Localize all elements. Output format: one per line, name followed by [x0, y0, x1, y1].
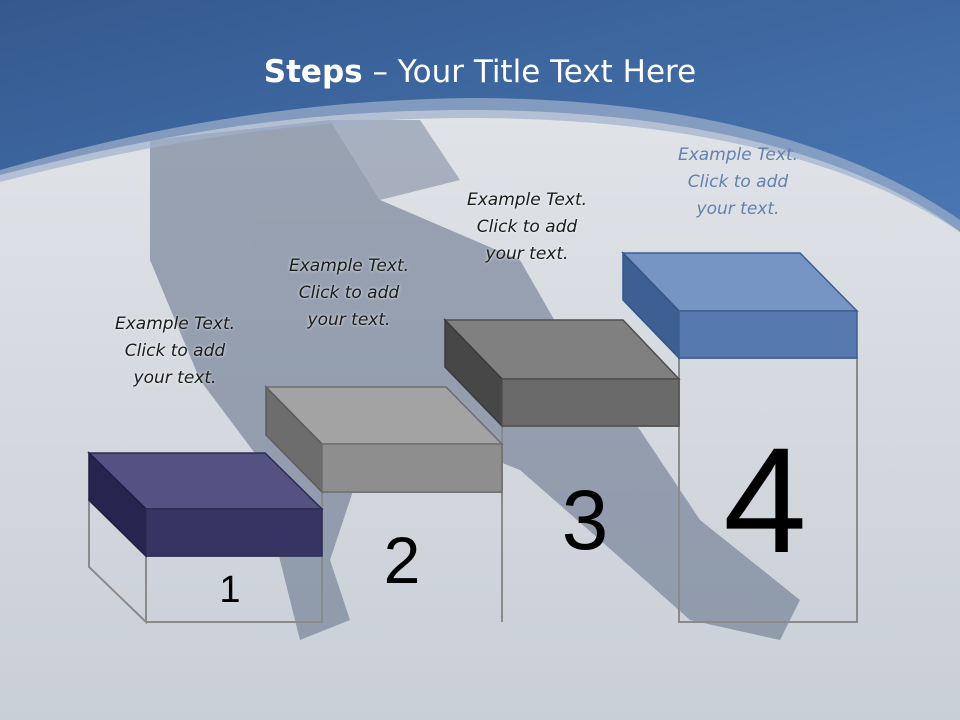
step-2-caption[interactable]: Example Text. Click to add your text.: [264, 253, 434, 334]
caption-line: Click to add: [476, 217, 578, 237]
caption-line: Example Text.: [677, 145, 799, 165]
title-rest: – Your Title Text Here: [362, 54, 697, 90]
step-number-1: 1: [219, 569, 241, 611]
caption-line: Example Text.: [466, 190, 588, 210]
step-1-caption[interactable]: Example Text. Click to add your text.: [90, 311, 260, 392]
step-block-2: [264, 385, 504, 494]
caption-line: your text.: [696, 199, 780, 219]
title-banner: [0, 0, 960, 232]
slide-title[interactable]: Steps – Your Title Text Here: [0, 54, 960, 90]
caption-line: your text.: [485, 244, 569, 264]
step-number-4: 4: [723, 416, 807, 584]
step-block-4: [621, 251, 859, 360]
step-block-1: [87, 451, 324, 558]
title-bold: Steps: [263, 54, 363, 90]
caption-line: your text.: [307, 310, 391, 330]
caption-line: Example Text.: [114, 314, 236, 334]
banner-highlight: [0, 98, 960, 232]
step-number-2: 2: [383, 523, 421, 597]
caption-line: your text.: [133, 368, 217, 388]
caption-line: Click to add: [124, 341, 226, 361]
step-3-caption[interactable]: Example Text. Click to add your text.: [442, 187, 612, 268]
step-block-3: [443, 318, 681, 428]
caption-line: Click to add: [687, 172, 789, 192]
step-number-3: 3: [561, 473, 609, 567]
caption-line: Example Text.: [288, 256, 410, 276]
caption-line: Click to add: [298, 283, 400, 303]
step-4-caption[interactable]: Example Text. Click to add your text.: [653, 142, 823, 223]
